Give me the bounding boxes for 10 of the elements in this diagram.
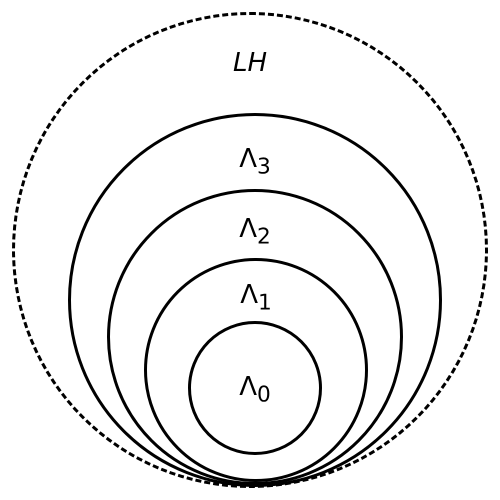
set-circle (188, 321, 322, 455)
set-label: Λ$_{0}$ (239, 374, 271, 406)
set-circle (144, 258, 368, 482)
set-label: Λ$_{2}$ (239, 216, 271, 248)
set-label: LH (232, 50, 268, 76)
set-circle (12, 12, 488, 488)
set-circle (107, 189, 403, 485)
set-label: Λ$_{1}$ (240, 282, 272, 314)
set-circle (68, 113, 442, 487)
set-label: Λ$_{3}$ (239, 146, 271, 178)
